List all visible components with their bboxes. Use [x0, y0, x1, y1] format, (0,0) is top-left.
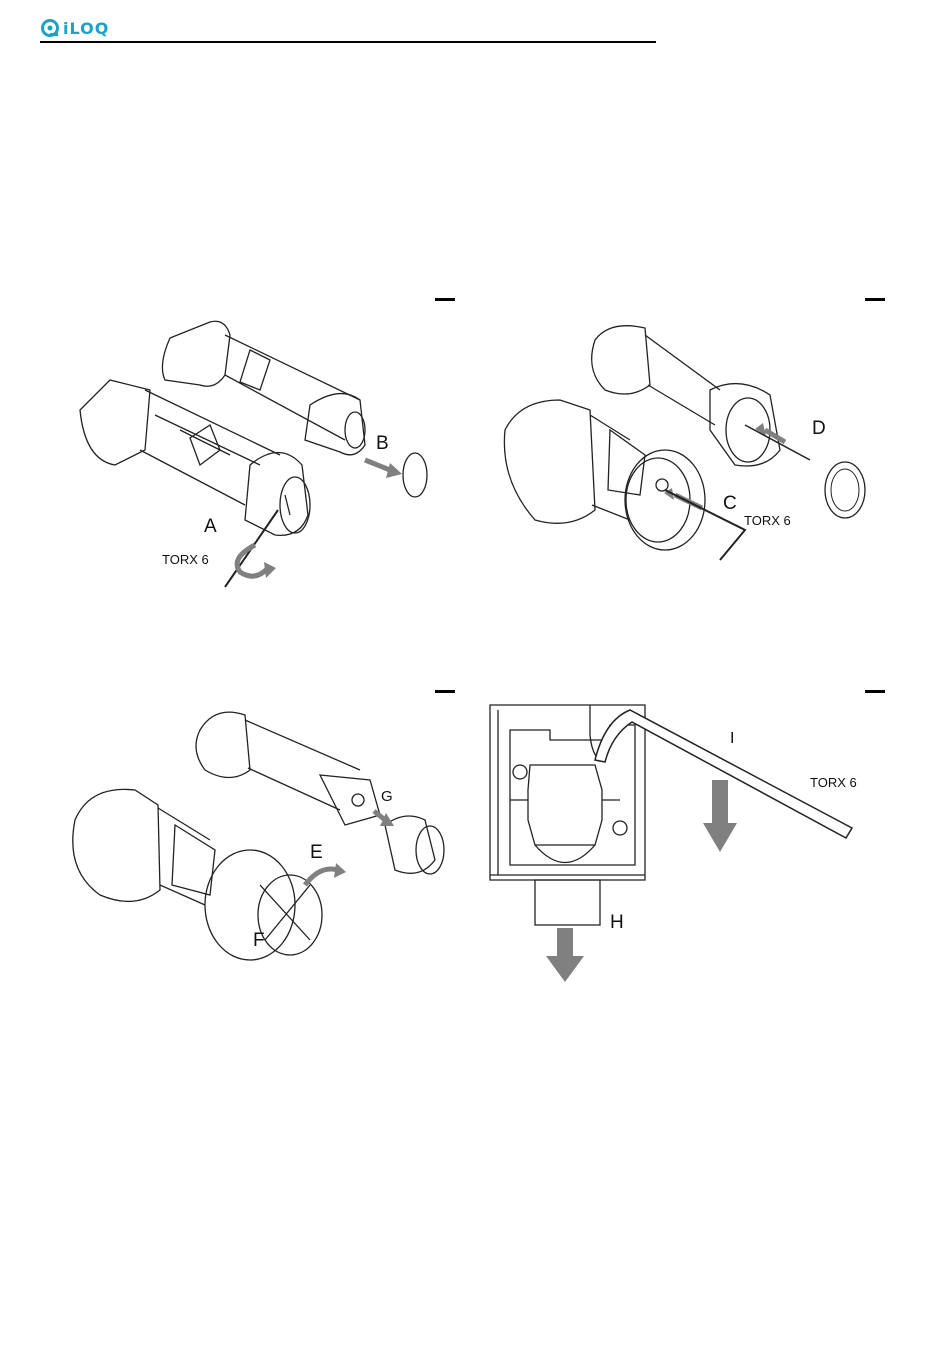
iloq-logo: iLOQ [40, 18, 109, 38]
label-d: D [812, 418, 826, 440]
label-b: B [376, 433, 389, 455]
label-f: F [253, 930, 265, 952]
logo-text: iLOQ [63, 19, 109, 38]
panel-a-b: A B TORX 6 [40, 290, 470, 600]
panel-c-d: C D TORX 6 [480, 290, 910, 600]
torx-label: TORX 6 [810, 775, 857, 790]
cylinder-illustration-1 [40, 290, 470, 600]
panel-marker [865, 298, 885, 301]
panel-h-i: H I TORX 6 [480, 680, 910, 990]
panel-marker [435, 690, 455, 693]
panel-marker [865, 690, 885, 693]
panel-marker [435, 298, 455, 301]
label-i: I [730, 730, 734, 748]
logo-mark-icon [40, 18, 60, 38]
label-e: E [310, 842, 323, 864]
lock-module-illustration [480, 680, 910, 990]
header-rule [40, 41, 656, 43]
label-g: G [381, 788, 393, 805]
cylinder-illustration-2 [480, 290, 910, 600]
panel-e-f-g: E F G [40, 680, 470, 990]
label-a: A [204, 516, 217, 538]
label-h: H [610, 912, 624, 934]
torx-label: TORX 6 [744, 513, 791, 528]
torx-label: TORX 6 [162, 552, 209, 567]
label-c: C [723, 493, 737, 515]
page-header: iLOQ [40, 14, 656, 44]
